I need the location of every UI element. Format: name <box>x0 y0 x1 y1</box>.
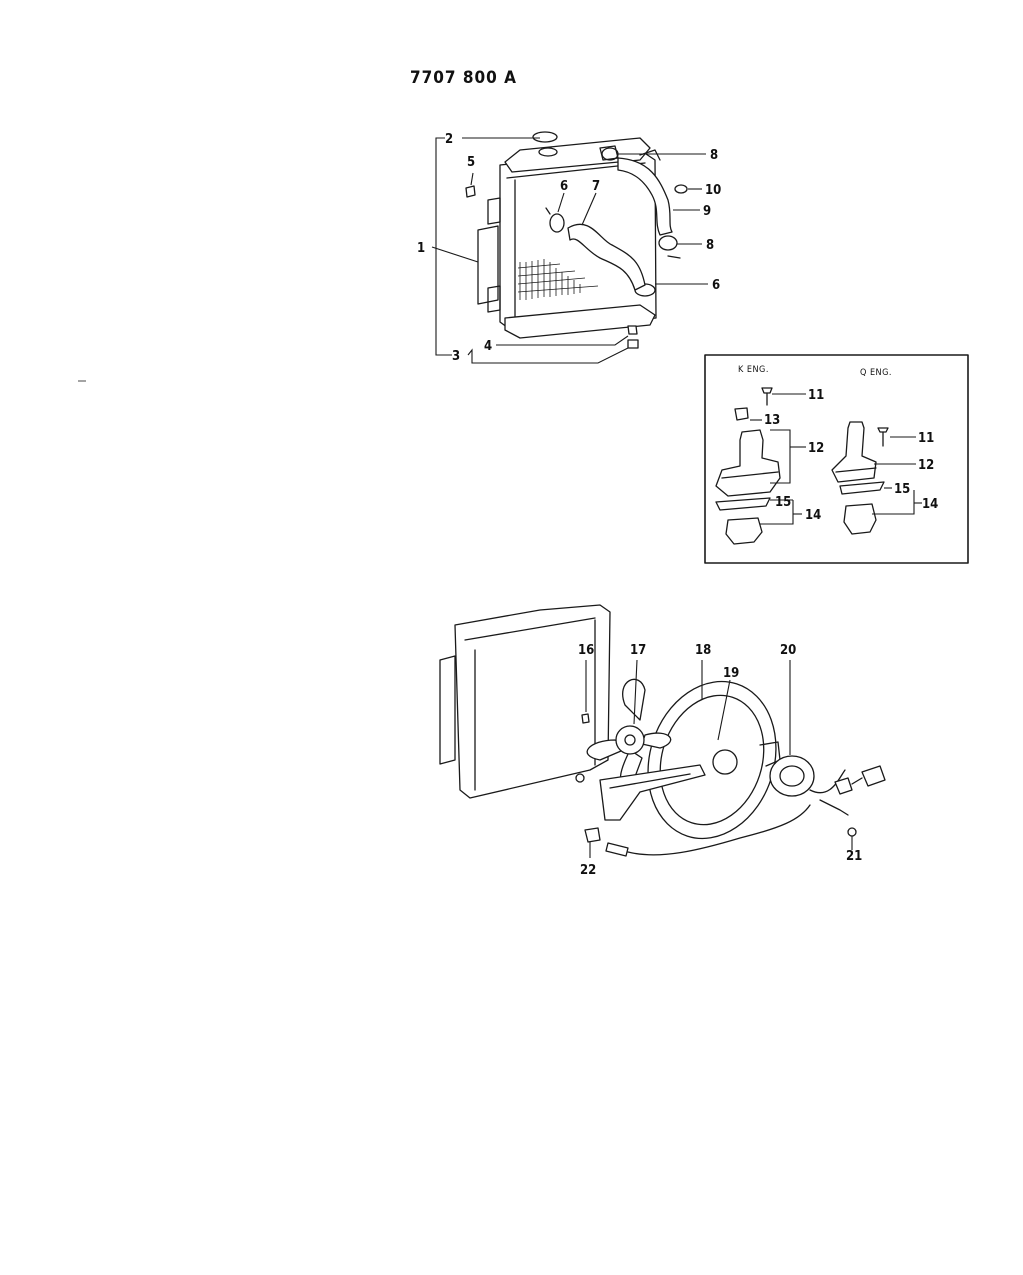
part-22-thermo-switch-and-harness <box>584 804 811 857</box>
callout-9: 9 <box>703 204 711 219</box>
upper-callout-labels: 2 5 1 6 7 8 10 9 8 6 4 3 <box>417 132 721 364</box>
radiator-core-lower <box>439 604 611 799</box>
callout-10: 10 <box>705 183 721 198</box>
radiator-assembly-upper <box>477 137 661 339</box>
callout-5: 5 <box>467 155 475 170</box>
callout-q-12: 12 <box>918 458 934 473</box>
lower-callout-labels: 16 17 18 19 20 21 22 <box>578 643 862 878</box>
callout-3: 3 <box>452 349 460 364</box>
callout-8-upper: 8 <box>710 148 718 163</box>
callout-q-15: 15 <box>894 482 910 497</box>
part-5-bolt <box>465 185 476 198</box>
k-engine-thermostat-parts <box>715 387 806 545</box>
part-20-fan-motor <box>769 755 815 797</box>
callout-16: 16 <box>578 643 594 658</box>
part-9-upper-hose <box>617 157 673 236</box>
upper-leader-lines <box>431 137 708 364</box>
fan-shroud <box>647 680 781 840</box>
callout-19: 19 <box>723 666 739 681</box>
callout-8-lower: 8 <box>706 238 714 253</box>
callout-22: 22 <box>580 863 596 878</box>
callout-1: 1 <box>417 241 425 256</box>
inset-heading-k-engine: K ENG. <box>738 365 769 375</box>
part-21-wiring-and-connector <box>809 765 886 837</box>
lower-leader-lines <box>585 659 853 858</box>
callout-20: 20 <box>780 643 796 658</box>
callout-4: 4 <box>484 339 492 354</box>
callout-k-11: 11 <box>808 388 824 403</box>
callout-18: 18 <box>695 643 711 658</box>
part-16-bolt <box>581 713 590 724</box>
q-engine-thermostat-parts <box>831 421 922 535</box>
engine-variant-inset: K ENG. Q ENG. 11 13 12 15 14 <box>704 354 969 564</box>
callout-2: 2 <box>445 132 453 147</box>
callout-k-13: 13 <box>764 413 780 428</box>
callout-q-14: 14 <box>922 497 938 512</box>
callout-k-12: 12 <box>808 441 824 456</box>
part-7-lower-hose <box>567 223 646 291</box>
fan-blade <box>586 678 672 791</box>
inset-heading-q-engine: Q ENG. <box>860 368 892 378</box>
part-3-4-drain-plug <box>627 325 639 349</box>
fan-bracket <box>599 764 706 821</box>
part-number-header: 7707 800 A <box>410 68 517 88</box>
part-10-plug <box>674 184 688 194</box>
part-2-radiator-cap <box>532 131 558 157</box>
callout-6-lower: 6 <box>712 278 720 293</box>
callout-21: 21 <box>846 849 862 864</box>
callout-k-15: 15 <box>775 495 791 510</box>
callout-17: 17 <box>630 643 646 658</box>
callout-6-upper: 6 <box>560 179 568 194</box>
callout-7: 7 <box>592 179 600 194</box>
callout-k-14: 14 <box>805 508 821 523</box>
callout-q-11: 11 <box>918 431 934 446</box>
